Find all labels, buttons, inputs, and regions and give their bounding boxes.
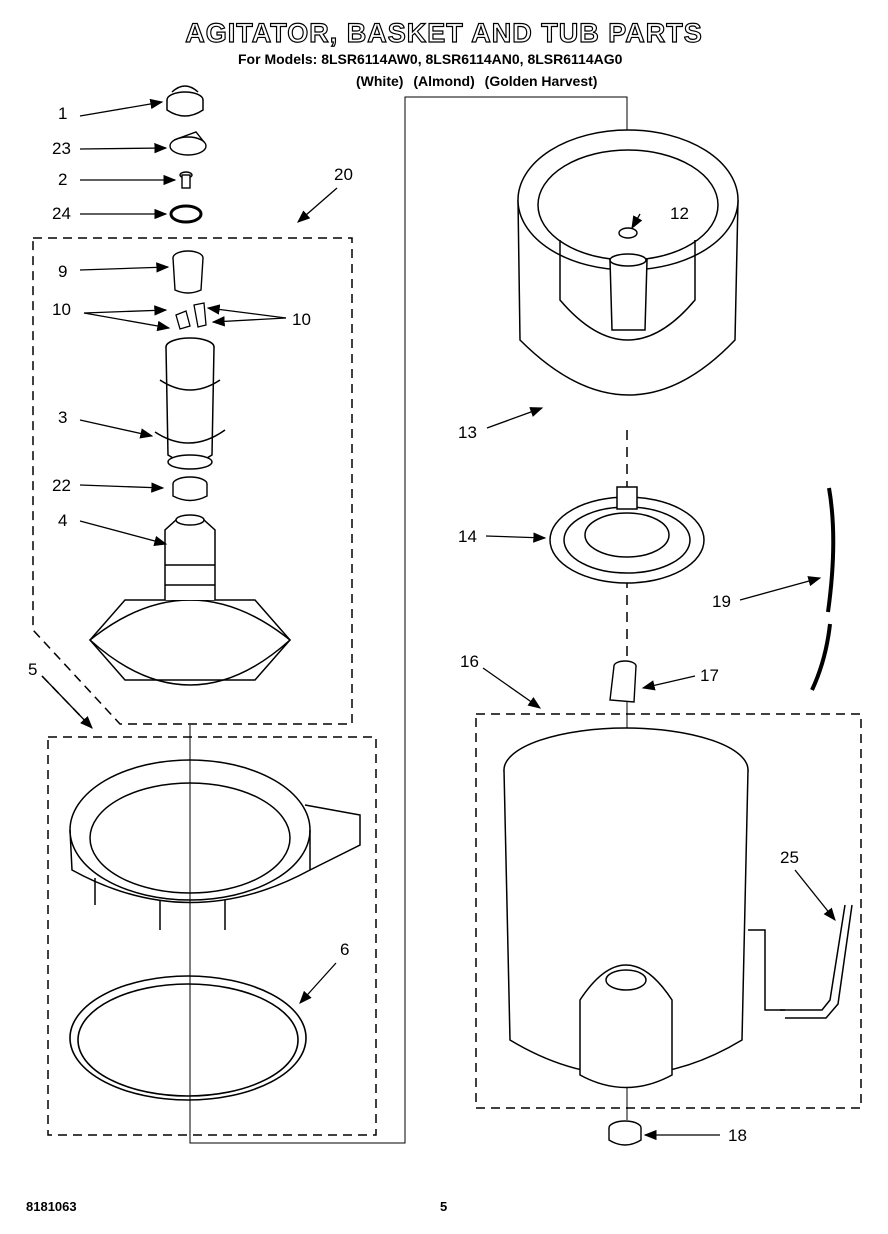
callout-16: 16: [460, 652, 479, 671]
part-1-agitator-cap: [166, 85, 204, 117]
diagram-title: AGITATOR, BASKET AND TUB PARTS: [185, 17, 703, 48]
part-23-cap-insert: [169, 131, 207, 156]
callout-2: 2: [58, 170, 68, 189]
callout-1: 1: [58, 104, 68, 123]
part-3-auger: [154, 337, 226, 470]
callout-5: 5: [28, 660, 38, 679]
part-17-nut: [609, 660, 637, 703]
callout-19: 19: [712, 592, 731, 611]
part-19-gasket: [810, 487, 836, 691]
doc-number: 8181063: [26, 1199, 77, 1214]
page-number: 5: [440, 1199, 448, 1214]
callout-arrows: [41, 98, 836, 1141]
part-2-bolt: [179, 171, 193, 189]
callout-12: 12: [670, 204, 689, 223]
callout-22: 22: [52, 476, 71, 495]
group-box-5: [47, 736, 377, 1136]
callout-4: 4: [58, 511, 68, 530]
connector-line: [189, 96, 628, 1144]
part-18-seal: [608, 1120, 642, 1146]
part-16-outer-tub: [503, 727, 785, 1089]
callout-3: 3: [58, 408, 68, 427]
callout-24: 24: [52, 204, 71, 223]
callout-20: 20: [334, 165, 353, 184]
group-box-20: [32, 237, 353, 725]
part-4-agitator-base: [88, 514, 292, 686]
part-25-hose: [780, 904, 853, 1019]
callout-9: 9: [58, 262, 68, 281]
color-golden-harvest: (Golden Harvest): [484, 73, 598, 89]
color-white: (White): [356, 73, 404, 89]
part-14-hub: [549, 486, 705, 584]
part-24-o-ring: [169, 204, 203, 224]
callout-18: 18: [728, 1126, 747, 1145]
part-9-cam: [172, 250, 204, 294]
callout-6: 6: [340, 940, 350, 959]
callout-14: 14: [458, 527, 477, 546]
part-10-dogs: [175, 302, 207, 330]
color-legend: (White) (Almond) (Golden Harvest): [356, 73, 603, 89]
part-13-basket: [517, 129, 739, 396]
callout-17: 17: [700, 666, 719, 685]
part-5-tub-ring: [69, 759, 361, 930]
part-22-bearing: [172, 476, 208, 502]
callout-13: 13: [458, 423, 477, 442]
callout-23: 23: [52, 139, 71, 158]
callout-10-left: 10: [52, 300, 71, 319]
part-6-snap-ring: [69, 975, 307, 1101]
part-12-basket-nut: [618, 227, 638, 239]
callout-25: 25: [780, 848, 799, 867]
color-almond: (Almond): [413, 73, 475, 89]
models-line: For Models: 8LSR6114AW0, 8LSR6114AN0, 8L…: [238, 51, 623, 67]
callout-10-right: 10: [292, 310, 311, 329]
